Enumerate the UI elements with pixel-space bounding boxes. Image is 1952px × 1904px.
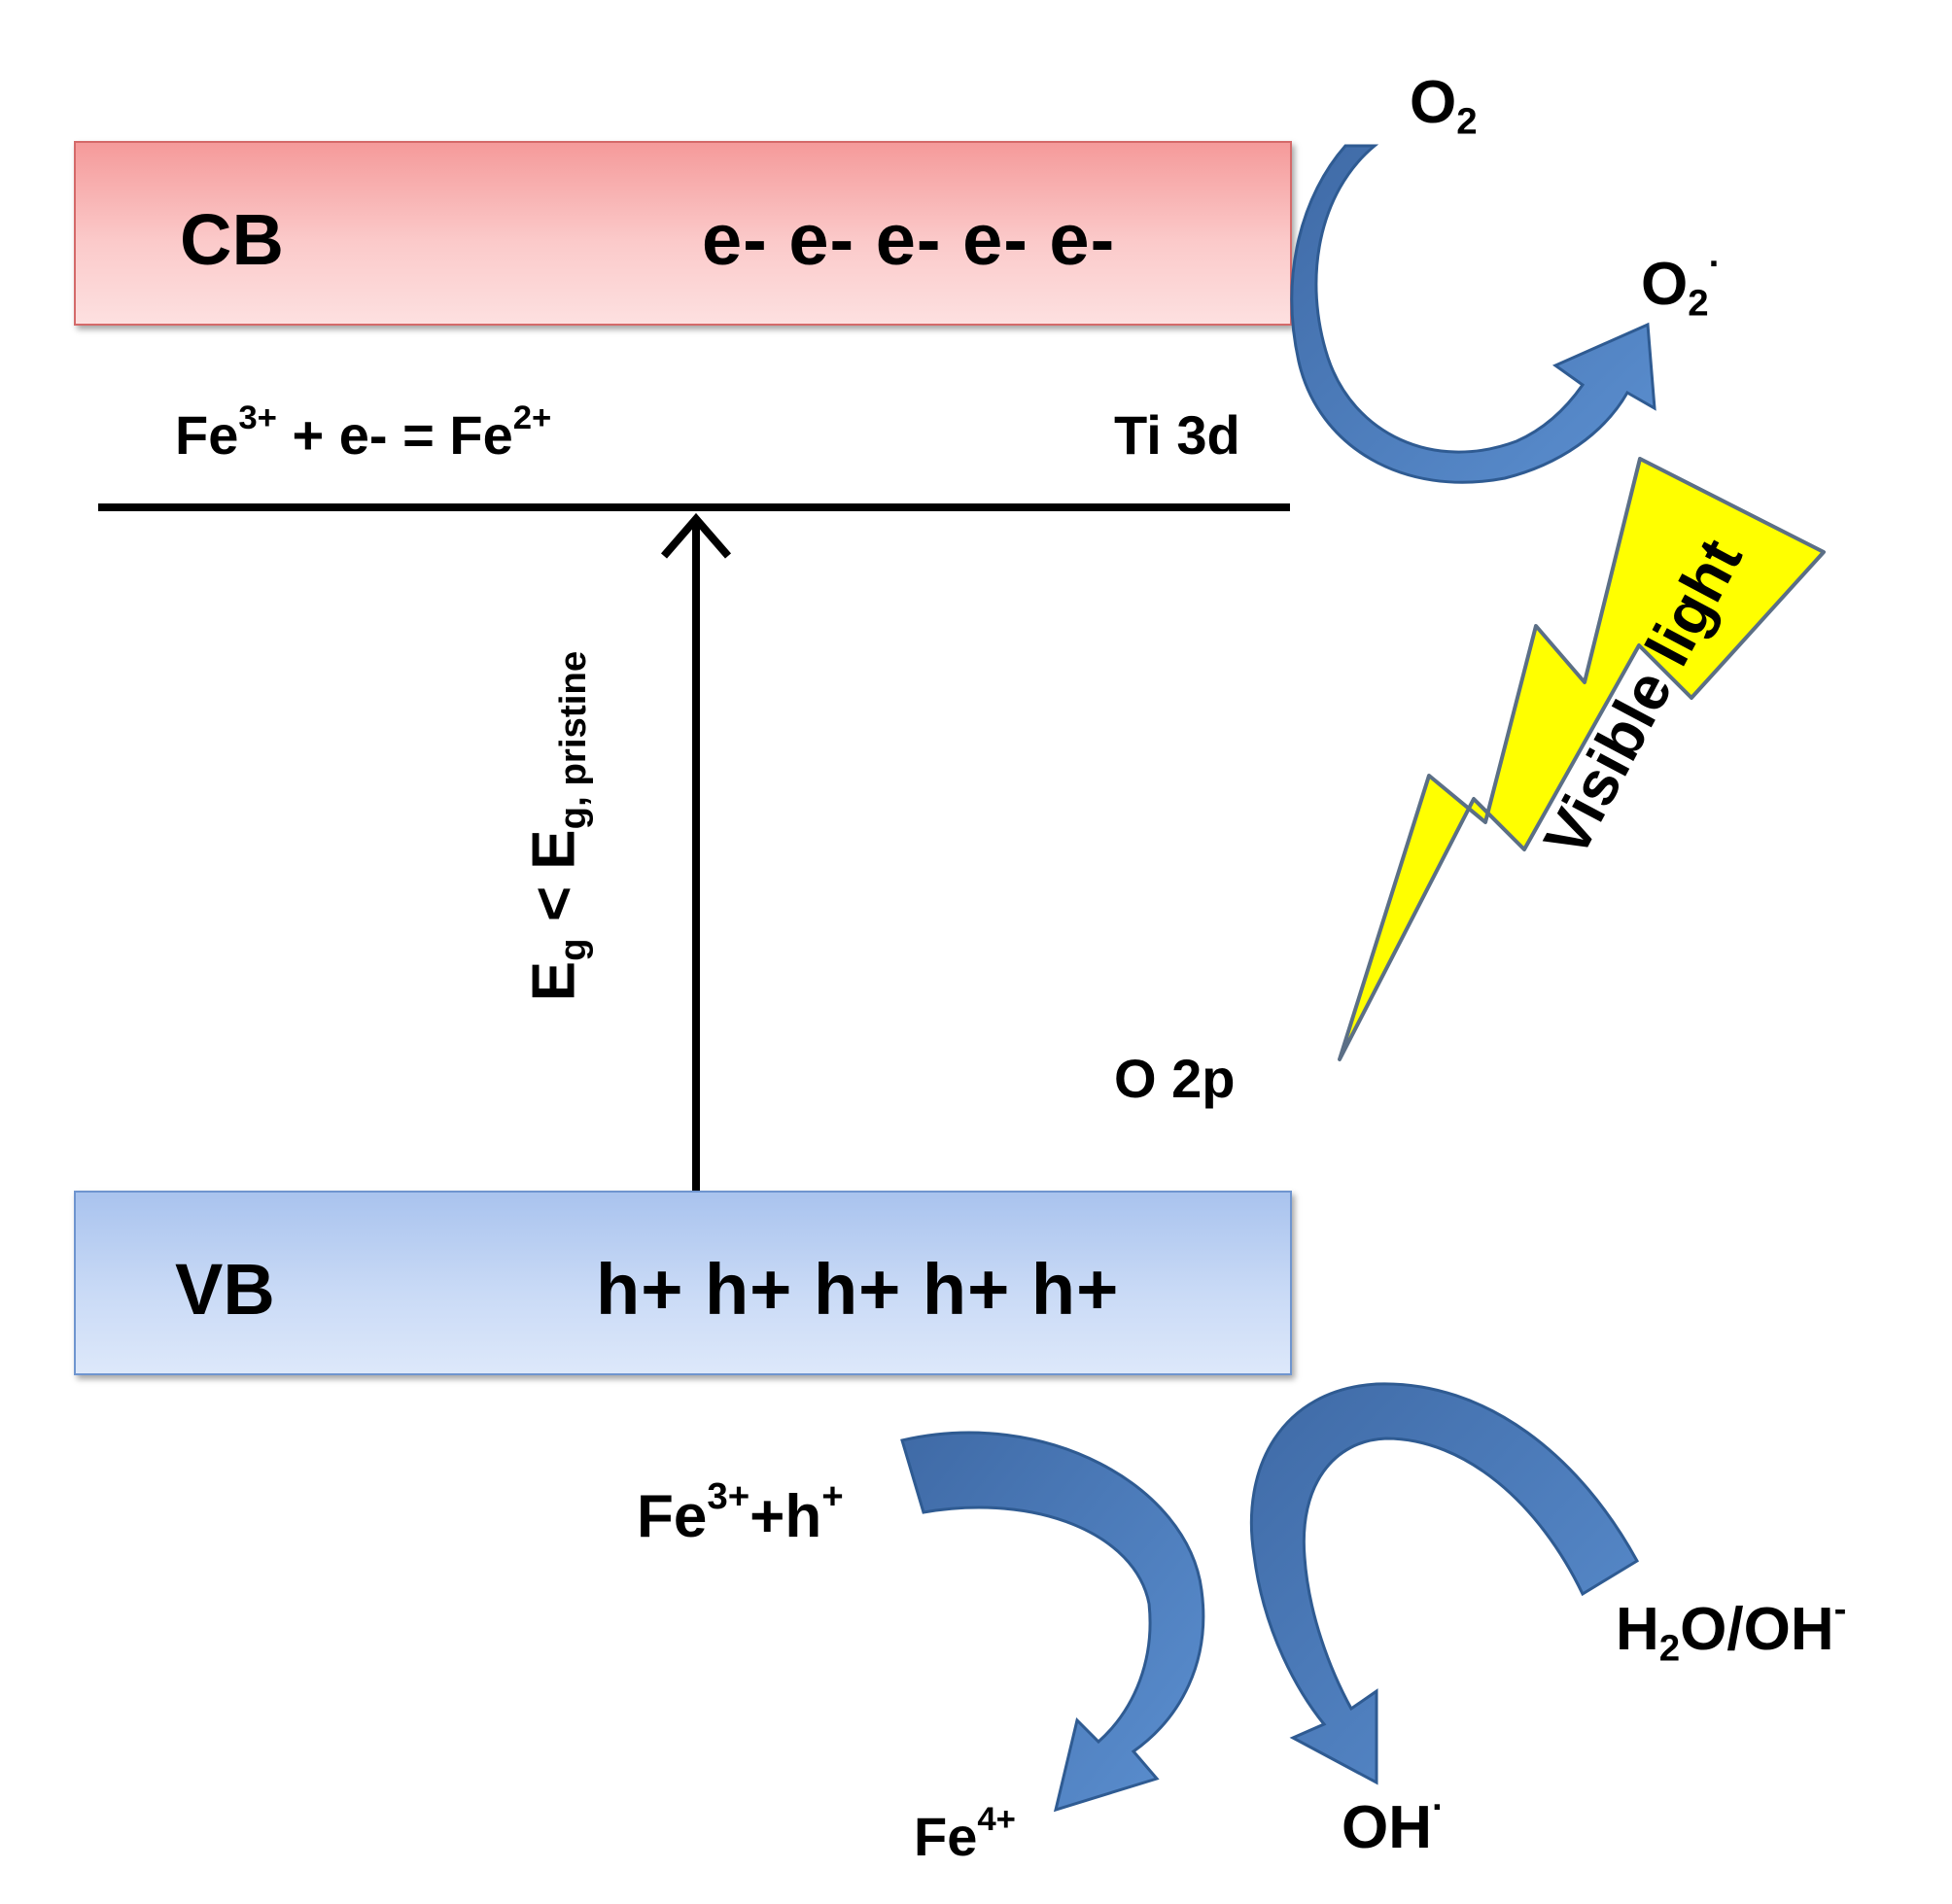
o2-reactant-label: O2 xyxy=(1410,73,1478,141)
plus-h-text: +h xyxy=(749,1483,822,1550)
vb-holes: h+ h+ h+ h+ h+ xyxy=(596,1249,1120,1330)
h-charge: + xyxy=(821,1475,844,1518)
conduction-band xyxy=(74,141,1292,326)
valence-band xyxy=(74,1191,1292,1375)
fe4-label: Fe4+ xyxy=(914,1803,1016,1864)
superoxide-sub: 2 xyxy=(1688,282,1709,325)
vb-label: VB xyxy=(175,1249,275,1330)
fe-reduction-rhs-charge: 2+ xyxy=(512,398,552,436)
excitation-arrow xyxy=(660,512,732,1191)
o2-reactant-sub: 2 xyxy=(1456,100,1478,143)
fe-reduction-lhs-charge: 3+ xyxy=(238,398,277,436)
o2-reactant-o: O xyxy=(1410,69,1457,136)
water-oxidation-arrow xyxy=(1249,1382,1640,1785)
fe3-plus-hole-label: Fe3++h+ xyxy=(637,1477,844,1547)
fe3-text: Fe xyxy=(637,1483,708,1550)
impurity-level-line xyxy=(98,503,1290,511)
fe-reduction-reaction: Fe3+ + e- = Fe2+ xyxy=(175,401,551,463)
water-hydroxide-label: H2O/OH- xyxy=(1616,1590,1846,1667)
fe-reduction-lhs: Fe xyxy=(175,404,239,466)
fe3-charge: 3+ xyxy=(707,1475,750,1518)
superoxide-sup: · xyxy=(1708,243,1722,286)
fe4-charge: 4+ xyxy=(977,1800,1016,1838)
fe4-text: Fe xyxy=(914,1806,978,1867)
superoxide-label: O2· xyxy=(1641,245,1721,322)
water-rest: O/OH xyxy=(1680,1596,1834,1663)
cb-electrons: e- e- e- e- e- xyxy=(702,199,1116,280)
water-charge: - xyxy=(1833,1588,1847,1631)
ti-3d-label: Ti 3d xyxy=(1114,404,1240,466)
cb-label: CB xyxy=(180,199,284,280)
fe-oxidation-arrow xyxy=(900,1431,1205,1813)
o-2p-label: O 2p xyxy=(1114,1048,1236,1109)
o2-reduction-arrow xyxy=(1290,144,1656,484)
radical-oh: OH xyxy=(1342,1794,1432,1861)
hydroxyl-radical-label: OH· xyxy=(1342,1788,1445,1858)
visible-light-bolt xyxy=(1338,457,1826,1061)
superoxide-o: O xyxy=(1641,251,1689,318)
fe-reduction-mid: + e- = Fe xyxy=(276,404,513,466)
water-sub: 2 xyxy=(1658,1627,1681,1670)
water-h: H xyxy=(1616,1596,1659,1663)
radical-charge: · xyxy=(1432,1786,1445,1829)
